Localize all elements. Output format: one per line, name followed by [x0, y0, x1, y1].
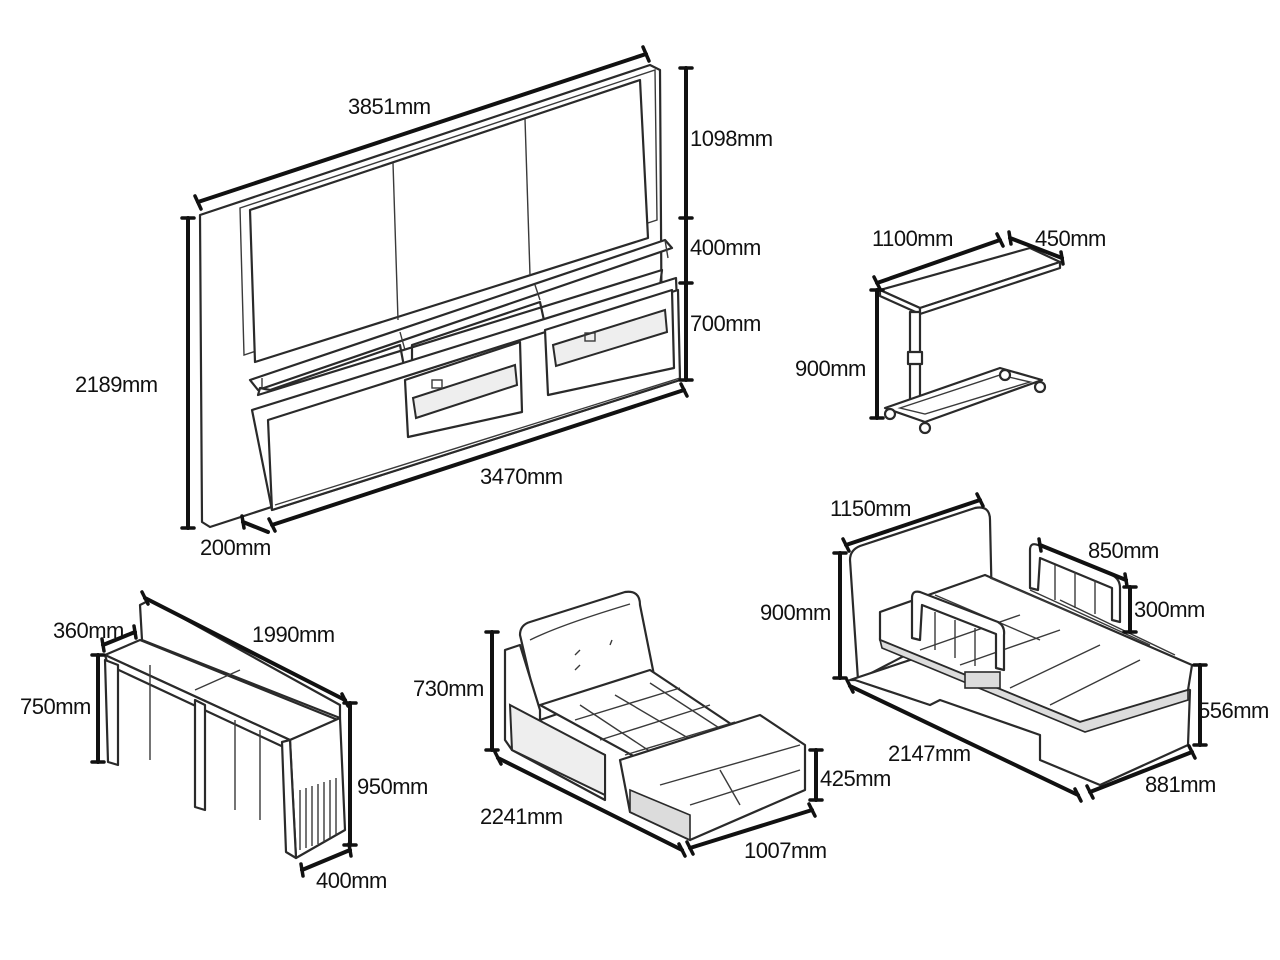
- label-table-length: 1100mm: [872, 226, 953, 251]
- label-tv-wall-upper-height: 1098mm: [690, 126, 773, 151]
- label-bed-rail-length: 850mm: [1088, 538, 1159, 563]
- desk-vent-grille: [299, 778, 337, 850]
- table-base: [883, 366, 1044, 424]
- overbed-table: [878, 246, 1062, 435]
- table-dimensions: [869, 230, 1065, 420]
- tv-wall-shelf-rail: [248, 238, 674, 392]
- sofa-chair: [503, 590, 807, 842]
- label-bed-rail-height: 300mm: [1134, 597, 1205, 622]
- tv-wall-dimensions: [180, 45, 694, 534]
- desk-unit: [103, 598, 347, 860]
- label-bed-width: 881mm: [1145, 772, 1216, 797]
- tv-wall-inner-frame: [239, 69, 658, 356]
- label-bed-head-height: 900mm: [760, 600, 831, 625]
- label-desk-tall-height: 950mm: [357, 774, 428, 799]
- label-bed-length: 2147mm: [888, 741, 971, 766]
- label-tv-wall-diagonal: 3851mm: [348, 94, 431, 119]
- label-tv-wall-cabinet-width: 3470mm: [480, 464, 563, 489]
- label-table-width: 450mm: [1035, 226, 1106, 251]
- label-tv-wall-cabinet-height: 700mm: [690, 311, 761, 336]
- label-tv-wall-depth: 200mm: [200, 535, 271, 560]
- label-tv-wall-shelf-height: 400mm: [690, 235, 761, 260]
- sofa-bed: [848, 506, 1194, 787]
- label-tv-wall-total-height: 2189mm: [75, 372, 158, 397]
- label-table-height: 900mm: [795, 356, 866, 381]
- label-chair-width: 1007mm: [744, 838, 827, 863]
- chair-dimensions: [484, 630, 824, 858]
- bed-side-rail-front: [910, 590, 1006, 689]
- label-desk-height: 750mm: [20, 694, 91, 719]
- label-desk-depth: 360mm: [53, 618, 124, 643]
- dimension-labels: 3851mm 1098mm 400mm 700mm 2189mm 3470mm …: [20, 94, 1269, 893]
- tv-wall-unit: [198, 63, 682, 529]
- bed-dimensions: [832, 492, 1208, 803]
- tv-screen-panel: [248, 78, 650, 364]
- label-bed-base-height: 556mm: [1198, 698, 1269, 723]
- label-chair-back-height: 730mm: [413, 676, 484, 701]
- label-desk-length: 1990mm: [252, 622, 335, 647]
- label-chair-seat-height: 425mm: [820, 766, 891, 791]
- desk-dimensions: [90, 590, 358, 878]
- desk-left-leg: [103, 658, 120, 767]
- label-bed-head-width: 1150mm: [830, 496, 911, 521]
- desk-middle-panel: [193, 698, 207, 812]
- label-chair-length: 2241mm: [480, 804, 563, 829]
- label-desk-side-width: 400mm: [316, 868, 387, 893]
